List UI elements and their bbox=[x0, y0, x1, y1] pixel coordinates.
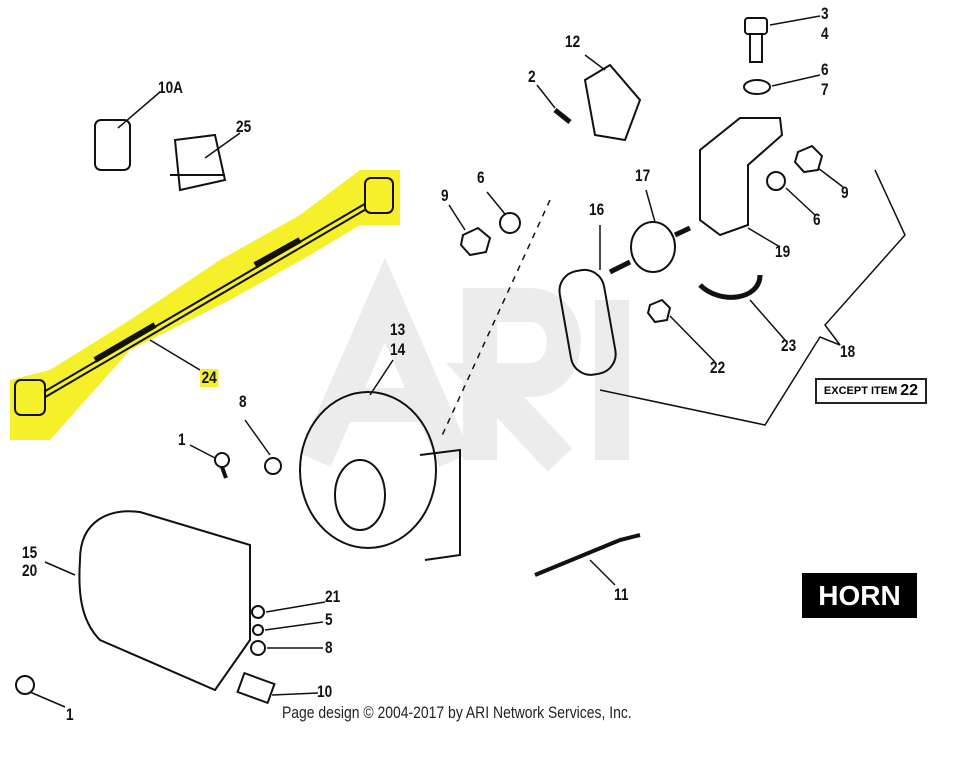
part-23-ground-strap bbox=[698, 274, 763, 300]
label-9: 9 bbox=[841, 183, 849, 202]
part-8-nut bbox=[264, 457, 282, 475]
label-23: 23 bbox=[781, 336, 797, 355]
label-10a: 10A bbox=[158, 78, 183, 97]
part-15-horn-cover bbox=[78, 510, 251, 692]
part-6-lockwasher bbox=[766, 171, 786, 191]
part-3-bolt bbox=[744, 17, 768, 63]
part-24-harness bbox=[14, 177, 394, 416]
part-1-screw-lower bbox=[15, 675, 35, 695]
part-12-bracket bbox=[583, 63, 642, 142]
label-7: 7 bbox=[821, 80, 829, 99]
part-10-clip bbox=[236, 671, 276, 705]
ari-watermark-logo bbox=[299, 257, 629, 472]
part-17-insulator bbox=[608, 221, 692, 275]
label-21: 21 bbox=[325, 587, 341, 606]
diagram-title-badge: HORN bbox=[802, 573, 917, 618]
except-item-number: 22 bbox=[900, 382, 919, 399]
label-12: 12 bbox=[565, 32, 581, 51]
part-6-lockwasher-left bbox=[499, 212, 521, 234]
part-10a-clip bbox=[94, 119, 131, 171]
leader-lines bbox=[29, 15, 906, 708]
part-9-nut-left bbox=[459, 226, 492, 257]
label-14: 14 bbox=[390, 340, 406, 359]
part-9-nut bbox=[793, 144, 824, 174]
label-13: 13 bbox=[390, 320, 406, 339]
part-22-nut bbox=[646, 298, 672, 324]
part-25-clip bbox=[170, 133, 227, 192]
label-15: 15 bbox=[22, 543, 38, 562]
label-16: 16 bbox=[589, 200, 605, 219]
part-24-highlight bbox=[10, 170, 400, 440]
label-8: 8 bbox=[239, 392, 247, 411]
label-6: 6 bbox=[813, 210, 821, 229]
part-2-screw bbox=[553, 108, 572, 124]
label-1: 1 bbox=[66, 705, 74, 724]
label-3: 3 bbox=[821, 4, 829, 23]
label-5: 5 bbox=[325, 610, 333, 629]
label-8: 8 bbox=[325, 638, 333, 657]
part-8-nut-lower bbox=[250, 640, 266, 656]
label-19: 19 bbox=[775, 242, 791, 261]
label-6: 6 bbox=[821, 60, 829, 79]
part-21-nut bbox=[251, 605, 265, 619]
label-18: 18 bbox=[840, 342, 856, 361]
part-19-bracket bbox=[699, 117, 784, 237]
label-9: 9 bbox=[441, 186, 449, 205]
label-20: 20 bbox=[22, 561, 38, 580]
part-16-strap bbox=[558, 268, 617, 376]
part-1-screw bbox=[214, 452, 230, 479]
copyright-text: Page design © 2004-2017 by ARI Network S… bbox=[282, 703, 632, 722]
label-24-highlighted: 24 bbox=[200, 368, 219, 387]
part-11-tie bbox=[534, 533, 641, 577]
label-25: 25 bbox=[236, 117, 252, 136]
label-4: 4 bbox=[821, 24, 829, 43]
except-item-text: EXCEPT ITEM bbox=[823, 385, 898, 397]
part-5-washer bbox=[252, 624, 264, 636]
part-13-horn bbox=[299, 391, 461, 561]
label-1: 1 bbox=[178, 430, 186, 449]
label-17: 17 bbox=[635, 166, 651, 185]
label-10: 10 bbox=[317, 682, 333, 701]
label-22: 22 bbox=[710, 358, 726, 377]
part-6-washer bbox=[743, 79, 771, 95]
label-11: 11 bbox=[614, 585, 629, 604]
label-2: 2 bbox=[528, 67, 536, 86]
label-6: 6 bbox=[477, 168, 485, 187]
